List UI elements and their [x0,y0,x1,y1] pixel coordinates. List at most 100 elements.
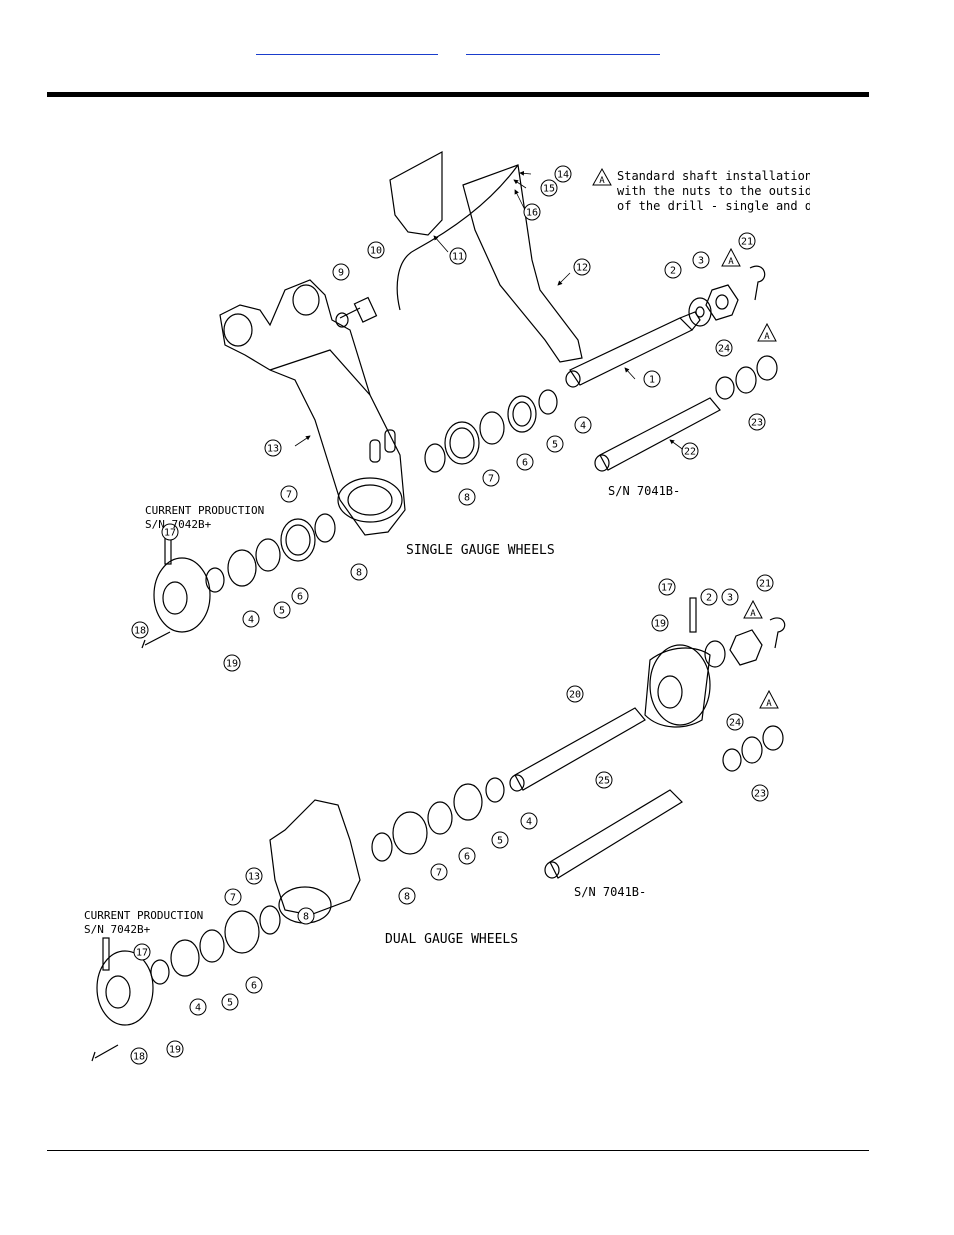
single-sn-label: S/N 7041B- [608,484,680,498]
dual-callout-6: 6 [251,981,257,992]
installation-note: A Standard shaft installation is with th… [592,167,810,213]
marker-letter: A [764,332,770,342]
single-callout-5: 5 [279,606,285,617]
dual-callout-circle [398,887,416,905]
single-callout-8: 8 [356,568,362,579]
single-current-production: CURRENT PRODUCTION [145,504,264,517]
marker-triangle [743,599,763,619]
dual-callout-19: 19 [654,619,666,630]
dual-callout-circle [458,847,476,865]
single-callout-5: 5 [552,440,558,451]
dual-callout-circle [245,976,263,994]
single-callout-circle [449,247,467,265]
single-callout-circle [540,179,558,197]
single-callout-24: 24 [718,344,730,355]
single-callout-circle [554,165,572,183]
single-current-sn: S/N 7042B+ [145,518,212,531]
note-line-1: Standard shaft installation is [617,169,810,183]
dual-callout-8: 8 [303,912,309,923]
dual-callout-7: 7 [230,893,236,904]
single-callout-circle [738,232,756,250]
dual-callout-circle [133,943,151,961]
parts-diagram: 1415161112109232112423134567822781765418… [84,150,810,1065]
single-callout-7: 7 [488,474,494,485]
dual-callout-5: 5 [497,836,503,847]
single-callout-7: 7 [286,490,292,501]
dual-callout-circle [658,578,676,596]
footer-rule [47,1150,869,1151]
single-callout-circle [264,439,282,457]
single-callout-circle [332,263,350,281]
single-callout-13: 13 [267,444,279,455]
marker-triangle [759,689,779,709]
header-rule [47,92,869,97]
single-callout-4: 4 [248,615,254,626]
marker-letter: A [766,699,772,709]
dual-callout-4: 4 [526,817,532,828]
dual-callout-circle [726,713,744,731]
single-callout-circle [291,587,309,605]
dual-callout-circle [430,863,448,881]
single-callout-2: 2 [670,266,676,277]
dual-callout-17: 17 [136,948,148,959]
dual-callout-3: 3 [727,593,733,604]
dual-callout-5: 5 [227,998,233,1009]
single-callout-circle [273,601,291,619]
dual-callout-23: 23 [754,789,766,800]
dual-callout-circle [651,614,669,632]
dual-current-production: CURRENT PRODUCTION [84,909,203,922]
note-line-2: with the nuts to the outside [617,184,810,198]
dual-callout-2: 2 [706,593,712,604]
single-callout-12: 12 [576,263,588,274]
dual-callout-circle [595,771,613,789]
single-callout-circle [715,339,733,357]
single-callout-circle [643,370,661,388]
single-callout-6: 6 [297,592,303,603]
single-callout-circle [482,469,500,487]
single-callout-17: 17 [164,528,176,539]
header-link-2[interactable] [466,38,660,55]
dual-callout-circle [245,867,263,885]
dual-callout-circle [721,588,739,606]
leader-lines [294,170,686,452]
single-callout-circle [280,485,298,503]
dual-callout-circle [756,574,774,592]
dual-callout-circle [130,1047,148,1065]
single-callout-8: 8 [464,493,470,504]
single-callout-11: 11 [452,252,464,263]
dual-callout-circle [297,907,315,925]
dual-callout-circle [520,812,538,830]
single-callout-3: 3 [698,256,704,267]
dual-callout-4: 4 [195,1003,201,1014]
dual-callout-circle [700,588,718,606]
single-callout-4: 4 [580,421,586,432]
single-callout-circle [350,563,368,581]
single-callout-circle [161,523,179,541]
dual-sn-label: S/N 7041B- [574,885,646,899]
dual-callout-circle [491,831,509,849]
single-callout-circle [367,241,385,259]
dual-current-sn: S/N 7042B+ [84,923,151,936]
line-art [91,150,786,1062]
single-callout-6: 6 [522,458,528,469]
marker-letter: A [750,609,756,619]
single-callout-circle [131,621,149,639]
note-marker: A [599,176,605,186]
marker-letter: A [728,257,734,267]
single-callout-circle [242,610,260,628]
header-links [0,38,954,58]
single-callout-circle [574,416,592,434]
single-callout-circle [573,258,591,276]
dual-callout-circle [166,1040,184,1058]
marker-triangle [757,322,777,342]
single-callout-19: 19 [226,659,238,670]
dual-callout-circle [751,784,769,802]
header-link-1[interactable] [256,38,438,55]
dual-callout-circle [189,998,207,1016]
single-callout-circle [523,203,541,221]
single-callout-circle [223,654,241,672]
dual-section-title: DUAL GAUGE WHEELS [385,932,518,947]
single-callout-18: 18 [134,626,146,637]
single-callout-circle [692,251,710,269]
